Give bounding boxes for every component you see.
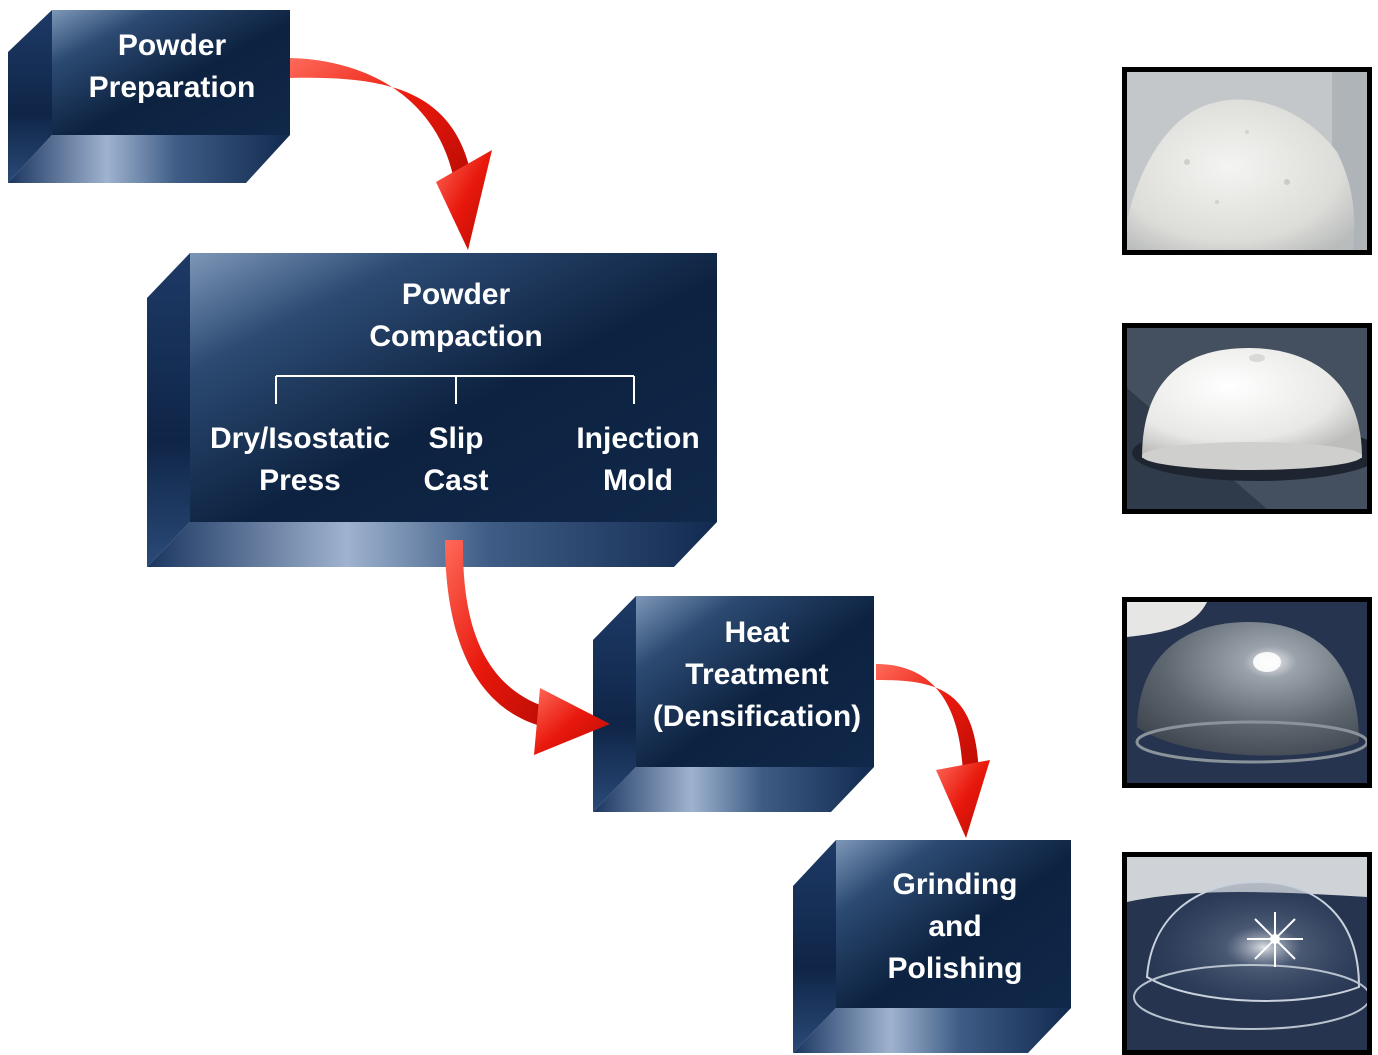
arrow-compaction-to-heat [445, 540, 610, 755]
powder-preparation-box: Powder Preparation [8, 10, 290, 183]
box-side-face [147, 253, 190, 567]
method-dry-isostatic-press-line2: Press [259, 464, 341, 497]
grinding-polishing-label-line2: and [928, 910, 981, 943]
powder-photo [1122, 67, 1372, 255]
clear-dome-image [1127, 857, 1367, 1050]
box-side-face [793, 840, 836, 1053]
powder-compaction-box: Powder Compaction Dry/Isostatic Press Sl… [147, 253, 717, 567]
method-injection-mold-line2: Mold [603, 464, 673, 497]
arrow-head-icon [436, 150, 492, 250]
box-side-face [593, 596, 636, 812]
box-bottom-face [8, 135, 290, 183]
box-side-face [8, 10, 52, 183]
box-bottom-face [147, 522, 717, 567]
box-front-face [190, 253, 717, 522]
method-slip-cast-line1: Slip [428, 422, 483, 455]
arrow-head-icon [936, 760, 990, 838]
translucent-dome-image [1127, 602, 1367, 783]
box-front-face [636, 596, 874, 767]
sintered-dome-photo [1122, 597, 1372, 788]
powder-pile-image [1127, 72, 1367, 250]
method-dry-isostatic-press-line1: Dry/Isostatic [210, 422, 390, 455]
box-front-face [52, 10, 290, 135]
powder-preparation-label-line1: Powder [118, 29, 227, 62]
method-slip-cast-line2: Cast [423, 464, 488, 497]
powder-compaction-label-line1: Powder [402, 278, 511, 311]
heat-treatment-label-line2: Treatment [685, 658, 828, 691]
method-bracket [275, 375, 635, 404]
grinding-polishing-box: Grinding and Polishing [793, 840, 1071, 1053]
method-injection-mold-line1: Injection [576, 422, 699, 455]
heat-treatment-label-line1: Heat [724, 616, 789, 649]
powder-compaction-label-line2: Compaction [369, 320, 542, 353]
white-dome-image [1127, 328, 1367, 509]
arrow-preparation-to-compaction [290, 58, 492, 250]
heat-treatment-box: Heat Treatment (Densification) [593, 596, 874, 812]
arrow-heat-to-grinding [876, 664, 990, 838]
powder-preparation-label-line2: Preparation [89, 71, 256, 104]
box-bottom-face [593, 767, 874, 812]
arrow-head-icon [534, 688, 610, 755]
polished-dome-photo [1122, 852, 1372, 1055]
green-dome-photo [1122, 323, 1372, 514]
box-front-face [836, 840, 1071, 1008]
grinding-polishing-label-line1: Grinding [893, 868, 1018, 901]
box-bottom-face [793, 1008, 1071, 1053]
grinding-polishing-label-line3: Polishing [888, 952, 1023, 985]
heat-treatment-label-line3: (Densification) [653, 700, 861, 733]
